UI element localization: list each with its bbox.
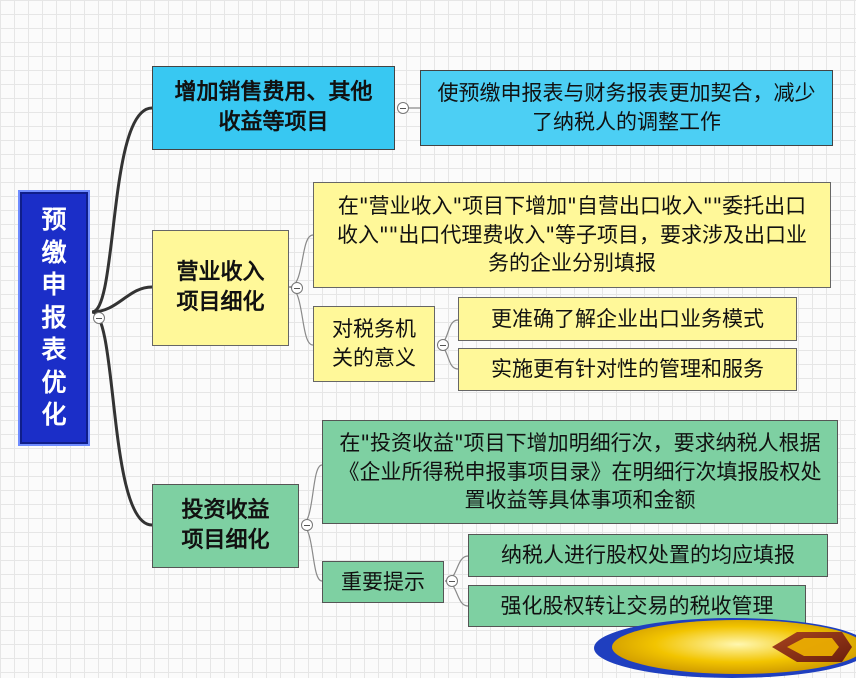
collapse-significance-toggle-icon[interactable] — [437, 339, 449, 351]
branch-sales-expense-detail[interactable]: 使预缴申报表与财务报表更加契合，减少了纳税人的调整工作 — [420, 70, 833, 146]
decorative-ellipse-shape — [594, 618, 856, 678]
important-note-node[interactable]: 重要提示 — [322, 561, 444, 603]
branch-sales-expense-node[interactable]: 增加销售费用、其他收益等项目 — [152, 66, 395, 150]
branch-investment-label: 投资收益项目细化 — [181, 497, 270, 553]
branch-revenue-detail[interactable]: 在"营业收入"项目下增加"自营出口收入""委托出口收入""出口代理费收入"等子项… — [313, 182, 831, 288]
branch-investment-detail[interactable]: 在"投资收益"项目下增加明细行次，要求纳税人根据《企业所得税申报事项目录》在明细… — [322, 420, 838, 524]
significance-item-1[interactable]: 更准确了解企业出口业务模式 — [458, 297, 797, 341]
branch-investment-node[interactable]: 投资收益项目细化 — [152, 484, 299, 568]
root-node[interactable]: 预缴申报表优化 — [18, 190, 90, 446]
tax-authority-significance-node[interactable]: 对税务机关的意义 — [313, 306, 435, 382]
note-item-1[interactable]: 纳税人进行股权处置的均应填报 — [468, 534, 828, 577]
significance-item-2[interactable]: 实施更有针对性的管理和服务 — [458, 348, 797, 391]
collapse-branch3-toggle-icon[interactable] — [301, 519, 313, 531]
branch-revenue-label: 营业收入项目细化 — [176, 259, 265, 315]
collapse-note-toggle-icon[interactable] — [446, 575, 458, 587]
branch-revenue-node[interactable]: 营业收入项目细化 — [152, 230, 289, 346]
root-label: 预缴申报表优化 — [41, 205, 67, 430]
collapse-branch2-toggle-icon[interactable] — [291, 282, 303, 294]
collapse-root-toggle-icon[interactable] — [93, 312, 105, 324]
branch-sales-expense-label: 增加销售费用、其他收益等项目 — [174, 79, 373, 135]
collapse-branch1-toggle-icon[interactable] — [397, 102, 409, 114]
